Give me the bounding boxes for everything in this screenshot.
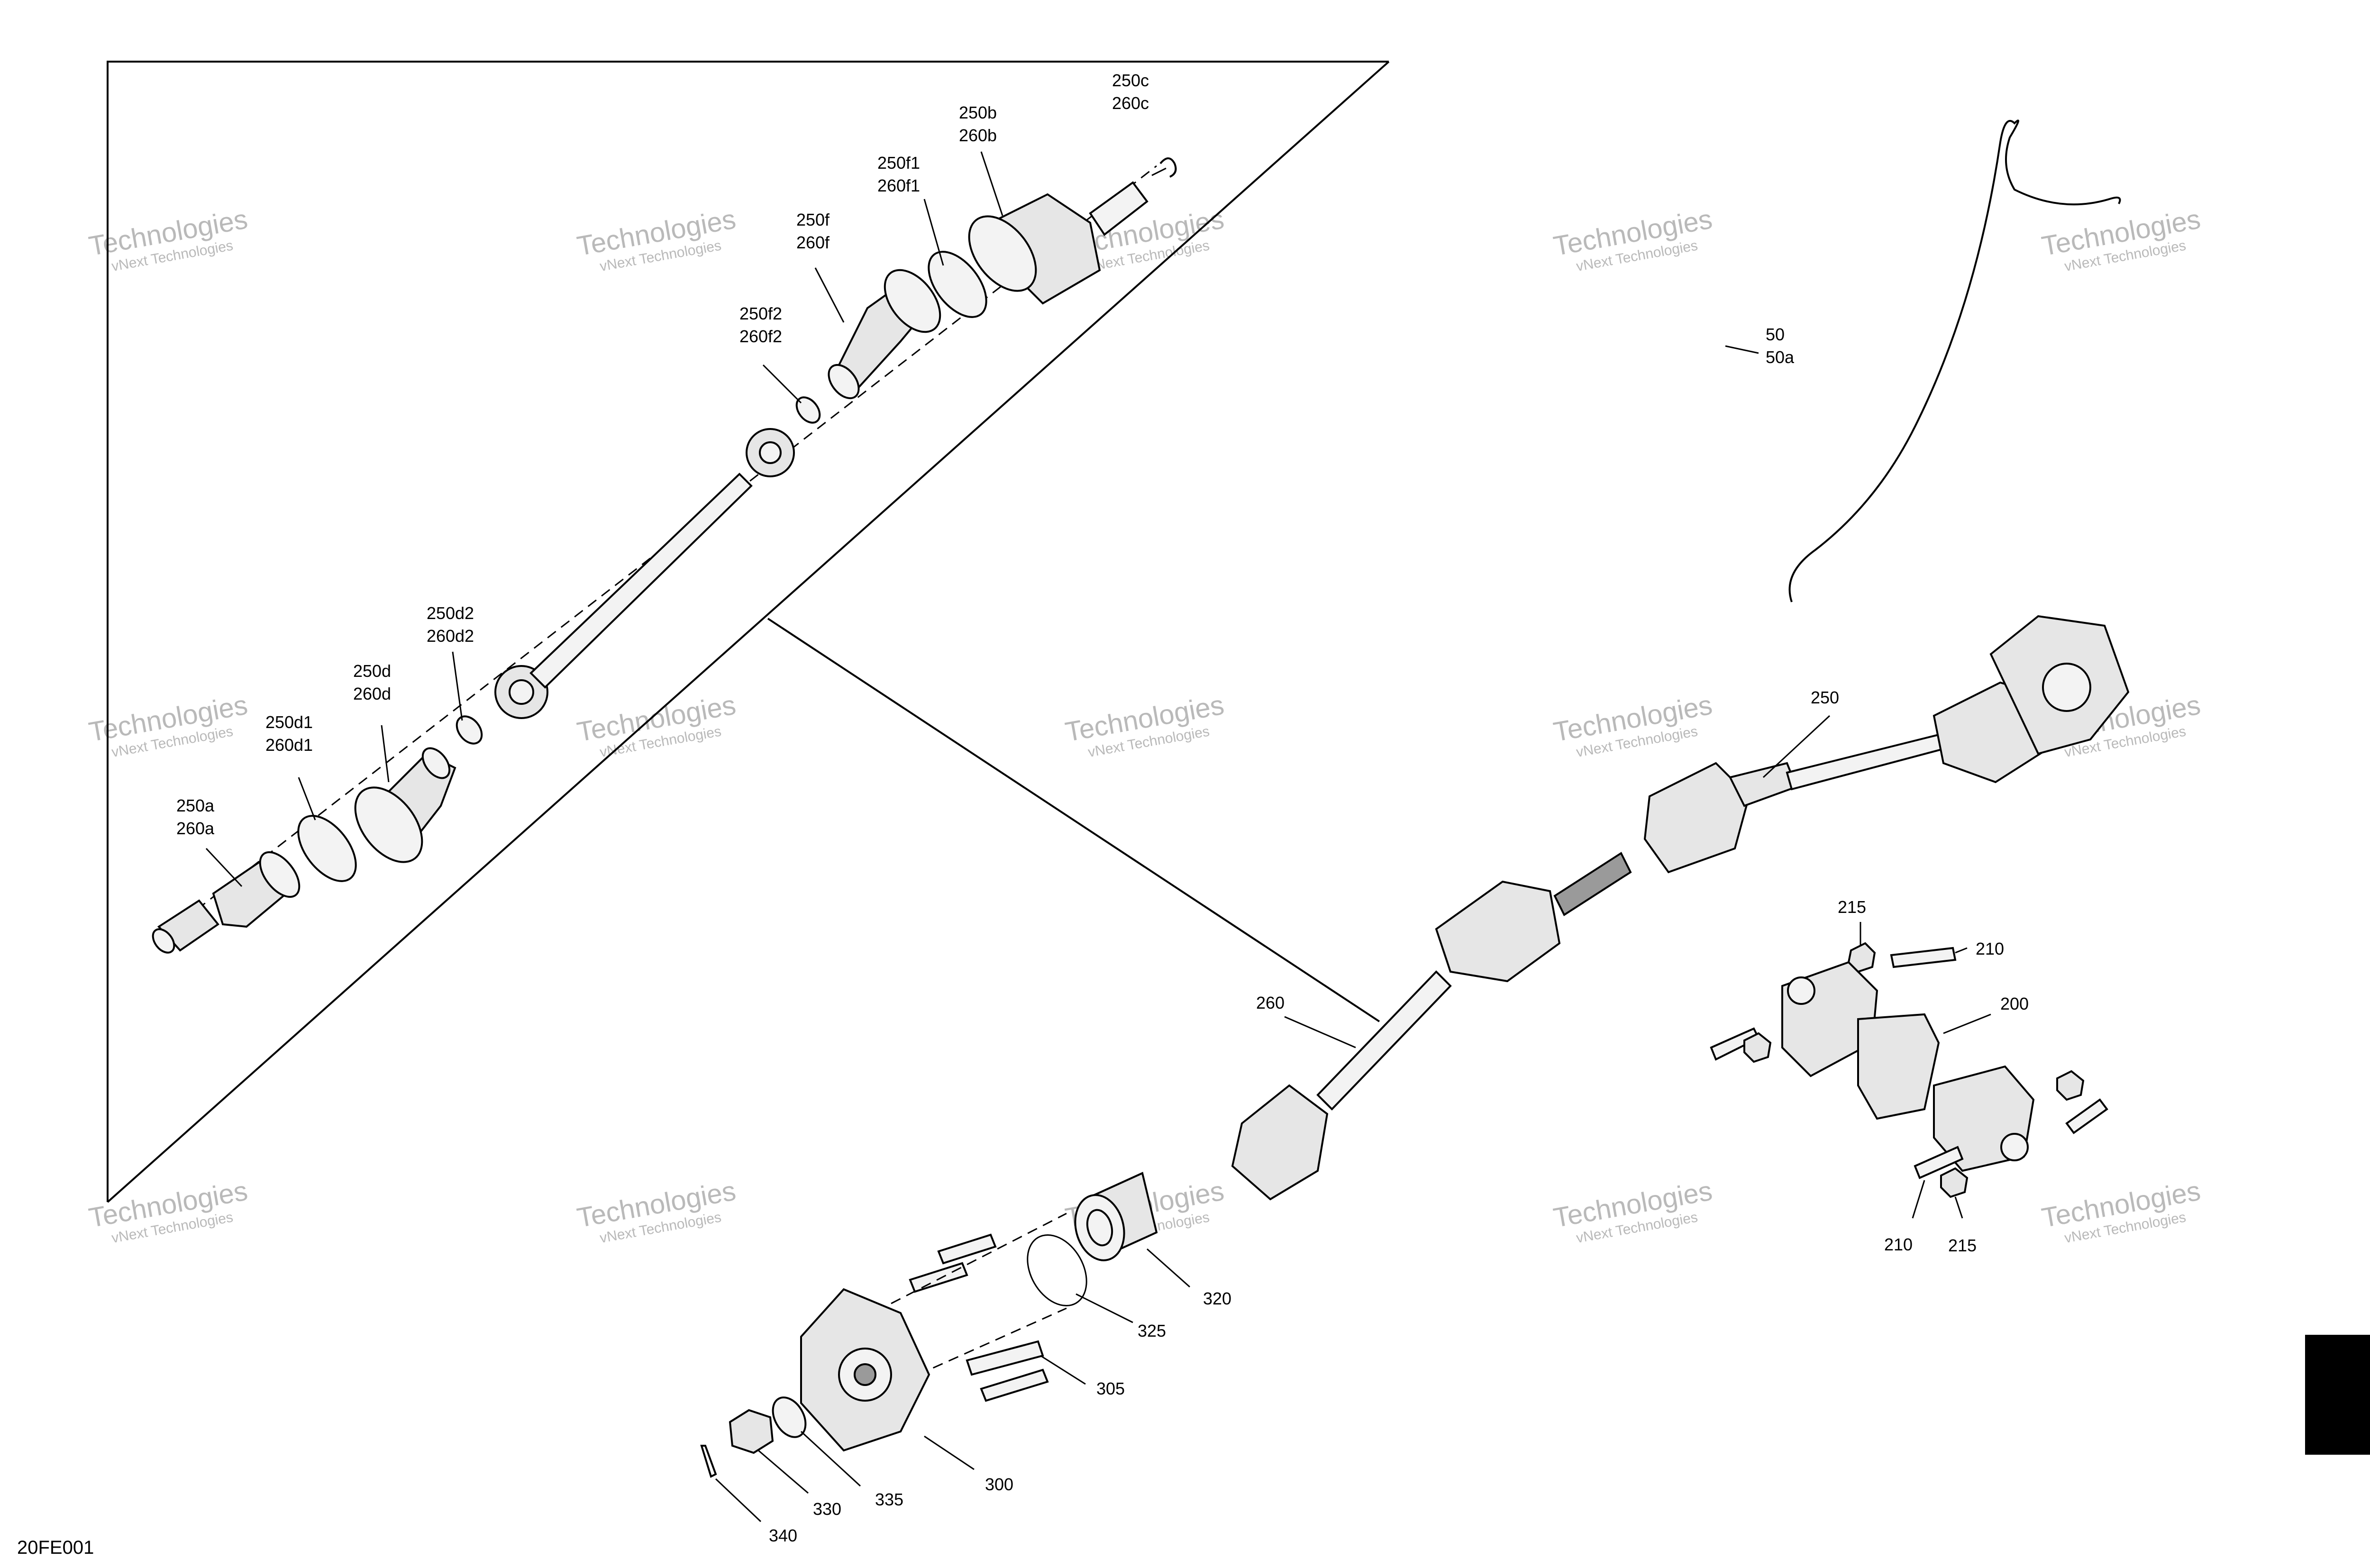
label-250b: 250b	[959, 103, 997, 122]
label-50: 50	[1766, 325, 1785, 344]
label-260d1: 260d1	[265, 735, 313, 755]
cotter-pin	[700, 1445, 717, 1478]
part-labels: 250c 260c 250b 260b 250f1 260f1 250f 260…	[176, 71, 2029, 1545]
watermark: Technologies vNext Technologies	[575, 1176, 738, 1246]
complete-axle-assembly-250	[1643, 615, 2130, 874]
watermark: Technologies vNext Technologies	[87, 204, 250, 274]
inner-tripod	[746, 428, 795, 477]
label-250c: 250c	[1112, 71, 1149, 90]
small-clamp-inner	[795, 396, 821, 424]
wheel-hub-flange	[1989, 615, 2130, 755]
label-250a: 250a	[176, 796, 215, 815]
wheel-hub	[800, 1288, 930, 1452]
axle-shaft	[529, 473, 753, 689]
label-260c: 260c	[1112, 93, 1149, 113]
label-250f2: 250f2	[739, 304, 782, 323]
label-330: 330	[813, 1499, 841, 1519]
label-250d: 250d	[353, 661, 391, 681]
exploded-axle-components	[152, 157, 1177, 954]
label-200: 200	[2000, 994, 2029, 1013]
label-305: 305	[1096, 1379, 1125, 1398]
label-210-bottom: 210	[1884, 1235, 1913, 1254]
clamp-ring	[297, 815, 357, 882]
tripod-joint	[494, 665, 548, 719]
label-320: 320	[1203, 1289, 1231, 1308]
watermark: Technologies vNext Technologies	[87, 1176, 250, 1246]
watermark: Technologies vNext Technologies	[87, 690, 250, 760]
label-250d2: 250d2	[427, 603, 474, 623]
castle-nut	[729, 1409, 774, 1454]
inner-boot	[828, 269, 941, 400]
watermark: Technologies vNext Technologies	[575, 690, 738, 760]
inner-cv-housing	[968, 181, 1149, 305]
label-210-top: 210	[1976, 939, 2004, 958]
watermark: Technologies vNext Technologies	[1551, 690, 1715, 760]
snap-ring	[1159, 157, 1177, 178]
watermark: Technologies vNext Technologies	[1551, 204, 1715, 274]
complete-axle-assembly-260	[1231, 852, 1632, 1201]
watermark: Technologies vNext Technologies	[2040, 1176, 2203, 1246]
label-250f: 250f	[796, 210, 830, 229]
label-260b: 260b	[959, 126, 997, 145]
label-50a: 50a	[1766, 347, 1795, 367]
label-260f2: 260f2	[739, 327, 782, 346]
label-250d1: 250d1	[265, 712, 313, 732]
watermark: Technologies vNext Technologies	[575, 204, 738, 274]
retaining-ring	[1027, 1234, 1087, 1307]
label-340: 340	[769, 1526, 797, 1545]
label-260a: 260a	[176, 819, 215, 838]
wheel-bearing	[1074, 1172, 1158, 1261]
label-250f1: 250f1	[877, 153, 920, 173]
drawing-code: 20FE001	[17, 1537, 94, 1558]
cv-boot	[354, 747, 456, 863]
washer	[772, 1396, 807, 1438]
watermark: Technologies vNext Technologies	[1063, 690, 1227, 760]
propeller-shaft-200	[1710, 942, 2108, 1198]
outer-cv-joint	[152, 851, 301, 954]
label-335: 335	[875, 1490, 903, 1509]
detail-inset-frame	[107, 61, 1390, 1203]
label-260: 260	[1256, 993, 1285, 1012]
label-260f1: 260f1	[877, 176, 920, 195]
label-325: 325	[1138, 1321, 1166, 1340]
brake-line	[1788, 119, 2121, 602]
leader-lines	[205, 151, 1991, 1522]
watermark: Technologies vNext Technologies	[2040, 204, 2203, 274]
wheel-studs	[886, 1212, 1067, 1402]
label-215-top: 215	[1838, 897, 1866, 917]
label-300: 300	[985, 1475, 1013, 1494]
label-215-bottom: 215	[1948, 1236, 1977, 1255]
boot-clamp-ring	[928, 251, 987, 318]
label-260f: 260f	[796, 233, 830, 252]
label-260d2: 260d2	[427, 626, 474, 646]
label-250: 250	[1811, 688, 1839, 707]
label-260d: 260d	[353, 684, 391, 703]
section-tab	[2305, 1335, 2370, 1455]
watermark: Technologies vNext Technologies	[1551, 1176, 1715, 1246]
small-clamp	[456, 715, 483, 745]
